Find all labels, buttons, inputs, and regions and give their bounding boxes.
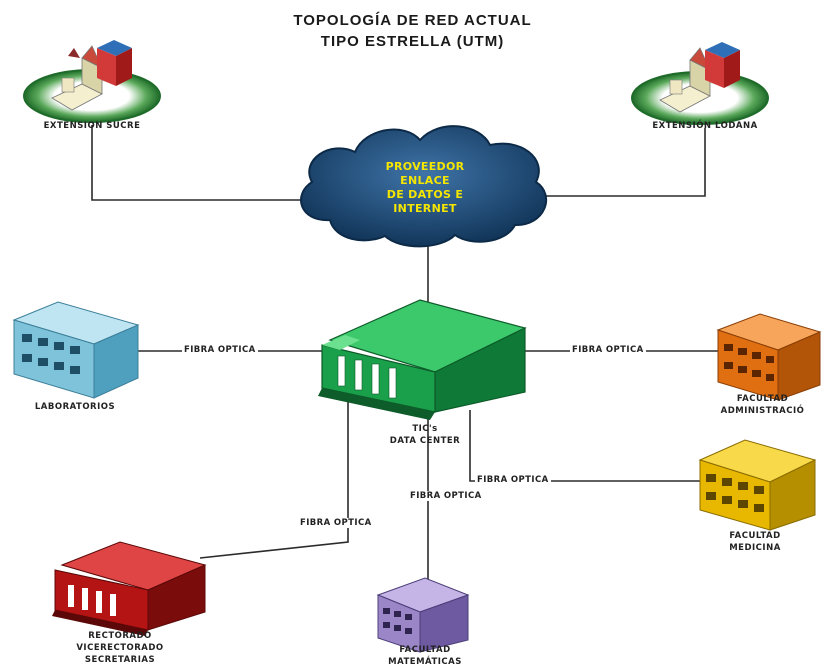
label-fac-admin-line2: ADMINISTRACIÓ xyxy=(720,406,805,416)
cloud-icon xyxy=(300,125,547,248)
cloud-label-line3: DE DATOS E xyxy=(386,188,464,201)
link-lodana-cloud xyxy=(540,128,706,197)
label-fac-medicina: FACULTAD MEDICINA xyxy=(700,530,810,554)
cloud-label-line2: ENLACE xyxy=(400,174,450,187)
medicina-building-icon xyxy=(698,439,817,531)
link-medicina-datacenter xyxy=(469,410,700,482)
datacenter-building-icon xyxy=(318,299,527,420)
label-laboratorios: LABORATORIOS xyxy=(34,402,116,412)
link-sucre-cloud xyxy=(91,125,312,201)
campus-lodana-icon xyxy=(631,42,769,125)
label-fac-admin: FACULTAD ADMINISTRACIÓ xyxy=(700,393,825,417)
label-extension-sucre: EXTENSION SUCRE xyxy=(43,121,141,131)
label-datacenter-line2: DATA CENTER xyxy=(389,436,461,446)
link-label-matematicas: FIBRA OPTICA xyxy=(408,491,484,501)
diagram-title-line1: TOPOLOGÍA DE RED ACTUAL xyxy=(293,12,532,29)
link-label-laboratorios: FIBRA OPTICA xyxy=(182,345,258,355)
cloud-label-line1: PROVEEDOR xyxy=(385,160,465,173)
label-rectorado-line3: SECRETARIAS xyxy=(84,655,156,665)
link-label-admin: FIBRA OPTICA xyxy=(570,345,646,355)
rectorado-building-icon xyxy=(52,541,207,636)
laboratorios-building-icon xyxy=(12,301,140,399)
cloud-label: PROVEEDOR ENLACE DE DATOS E INTERNET xyxy=(355,160,495,216)
admin-building-icon xyxy=(716,313,822,401)
label-fac-matematicas-line1: FACULTAD xyxy=(399,645,451,655)
diagram-title-line2: TIPO ESTRELLA (UTM) xyxy=(320,33,505,50)
label-fac-admin-line1: FACULTAD xyxy=(736,394,789,404)
label-fac-medicina-line2: MEDICINA xyxy=(729,543,781,553)
link-rectorado-datacenter xyxy=(199,400,349,559)
label-fac-matematicas: FACULTAD MATEMÁTICAS xyxy=(360,644,490,668)
label-datacenter-line1: TIC's xyxy=(412,424,438,434)
label-extension-lodana: EXTENSIÓN LODANA xyxy=(652,121,758,131)
label-fac-matematicas-line2: MATEMÁTICAS xyxy=(388,657,462,667)
label-fac-medicina-line1: FACULTAD xyxy=(729,531,781,541)
label-datacenter: TIC's DATA CENTER xyxy=(360,423,490,447)
label-rectorado-line2: VICERECTORADO xyxy=(76,643,164,653)
link-label-medicina: FIBRA OPTICA xyxy=(475,475,551,485)
link-label-rectorado: FIBRA OPTICA xyxy=(298,518,374,528)
cloud-label-line4: INTERNET xyxy=(393,202,457,215)
label-rectorado: RECTORADO VICERECTORADO SECRETARIAS xyxy=(50,630,190,666)
matematicas-building-icon xyxy=(376,577,470,653)
label-rectorado-line1: RECTORADO xyxy=(88,631,152,641)
campus-sucre-icon xyxy=(23,40,161,123)
